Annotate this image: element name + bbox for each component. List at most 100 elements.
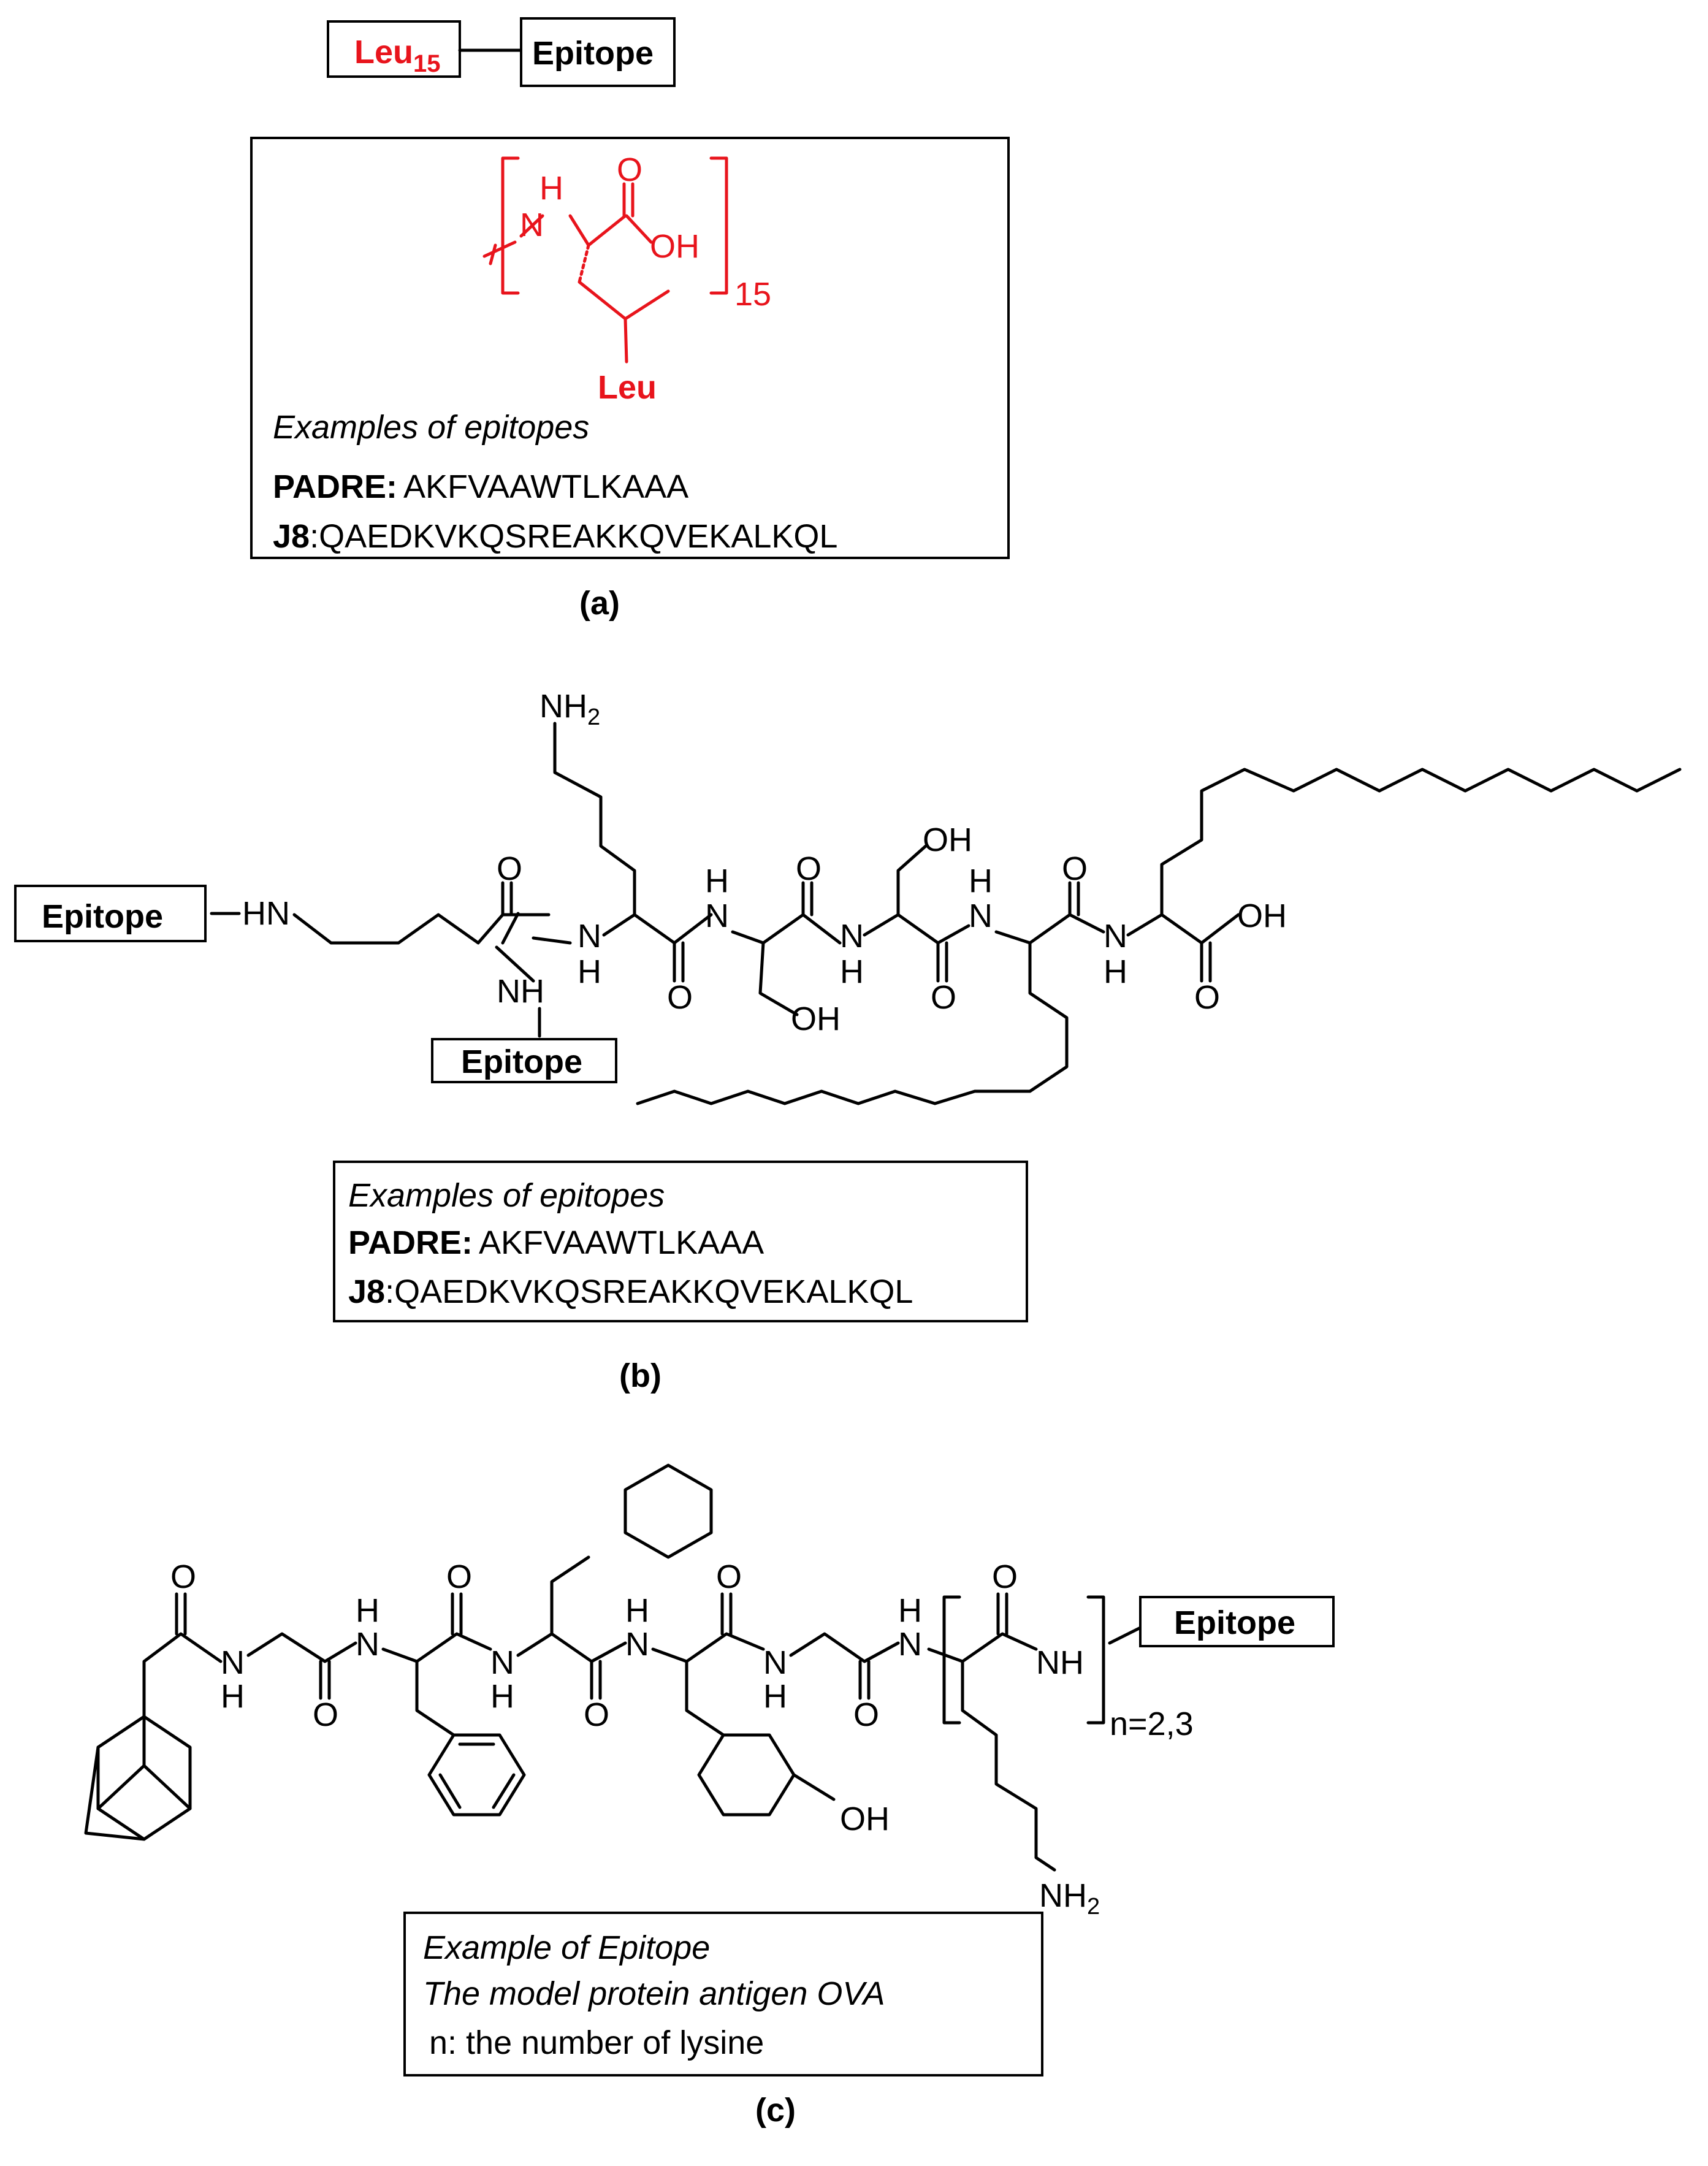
repeat-bracket-left-c <box>942 1595 961 1725</box>
example-box-c <box>403 1912 1043 2076</box>
atom-n-b3: N <box>840 918 864 955</box>
tyr-backbone <box>651 1632 765 1663</box>
atom-h-b1: H <box>578 953 601 990</box>
epitope-box-b-bottom <box>431 1038 617 1083</box>
atom-n-c1: N <box>221 1644 245 1681</box>
atom-n-a: N <box>520 207 544 243</box>
atom-h-b5: H <box>1104 953 1127 990</box>
atom-n-b5: N <box>1104 918 1127 955</box>
atom-o-c4: O <box>584 1696 609 1733</box>
wavy-mark <box>489 243 497 265</box>
atom-n-b4: N <box>969 898 993 934</box>
tyr-side-chain <box>685 1660 725 1737</box>
atom-oh-c1: OH <box>840 1801 890 1837</box>
acid-bond <box>625 214 653 244</box>
example-title-c: Example of Epitope <box>423 1929 710 1966</box>
tyr-ring <box>697 1733 796 1817</box>
atom-h-c5: H <box>763 1678 787 1715</box>
atom-nh2-sub-b: 2 <box>587 704 600 730</box>
atom-h-c3: H <box>490 1678 514 1715</box>
phe1-side-chain <box>415 1660 456 1737</box>
atom-n-c3: N <box>490 1644 514 1681</box>
epitope-box-c <box>1139 1596 1335 1647</box>
example-line2-c: The model protein antigen OVA <box>423 1975 885 2012</box>
atom-hn-b: HN <box>242 895 290 932</box>
atom-oh-a: OH <box>650 228 700 265</box>
epitope-label-a: Epitope <box>532 35 654 72</box>
example-line3-c: n: the number of lysine <box>429 2024 764 2061</box>
backbone-bond <box>587 214 627 247</box>
phe2-ring <box>623 1463 713 1559</box>
structure-box-a <box>250 137 1010 559</box>
panel-b: Epitope HN O NH Epitope N H NH2 O H N OH… <box>14 688 1682 1394</box>
svg-text:Leu15: Leu15 <box>354 34 441 77</box>
stereo-bond <box>578 243 590 284</box>
svg-text:PADRE:AKFVAAWTLKAAA: PADRE:AKFVAAWTLKAAA <box>273 468 688 505</box>
serine1-side-chain <box>758 941 799 1016</box>
atom-o-c2: O <box>313 1696 338 1733</box>
glycine1-backbone <box>246 1632 357 1663</box>
atom-h-c4: H <box>625 1592 649 1629</box>
j8-label-a: J8 <box>273 518 310 555</box>
atom-h-c1: H <box>221 1678 245 1715</box>
examples-title-a: Examples of epitopes <box>273 409 589 446</box>
panel-a: Leu15 Epitope 15 H N O OH Leu Examples o… <box>250 17 1010 622</box>
atom-n-c5: N <box>763 1644 787 1681</box>
lipoamino1-backbone <box>994 913 1105 945</box>
lysine2-backbone <box>602 913 713 945</box>
serine2-side-chain <box>896 844 928 917</box>
phe1-backbone <box>381 1632 492 1663</box>
padre-seq-b: AKFVAAWTLKAAA <box>479 1224 764 1261</box>
epitope-box-b-left <box>14 885 207 942</box>
backbone-bond <box>568 214 590 247</box>
atom-h-a: H <box>539 170 563 207</box>
atom-oh-b2: OH <box>923 822 972 858</box>
atom-o-a: O <box>617 151 642 188</box>
phe2-backbone <box>516 1632 627 1663</box>
atom-n-c2: N <box>356 1626 379 1663</box>
backbone-bond <box>482 240 517 258</box>
epitope-label-b-left: Epitope <box>42 898 163 935</box>
panel-c: O N H O H N O N H O H N OH O N <box>84 1463 1335 2129</box>
aromatic-bond <box>438 1773 462 1809</box>
atom-n-c6: N <box>898 1626 922 1663</box>
atom-h-b2: H <box>705 863 729 899</box>
j8-seq-a: :QAEDKVKQSREAKKQVEKALKQL <box>310 518 837 555</box>
j8-seq-b: :QAEDKVKQSREAKKQVEKALKQL <box>385 1273 913 1310</box>
repeat-bracket-left <box>501 156 520 295</box>
examples-title-b: Examples of epitopes <box>348 1177 665 1214</box>
repeat-bracket-right-c <box>1086 1595 1105 1725</box>
atom-o-b1: O <box>497 850 522 887</box>
atom-o-b6: O <box>1194 979 1220 1016</box>
stereo-bond <box>495 945 535 983</box>
atom-oh-b1: OH <box>791 1001 841 1037</box>
epitope-label-b-bottom: Epitope <box>461 1043 582 1080</box>
svg-text:J8:QAEDKVKQSREAKKQVEKALKQL: J8:QAEDKVKQSREAKKQVEKALKQL <box>273 518 837 555</box>
atom-nh2-sub-c: 2 <box>1087 1894 1100 1920</box>
leu15-subscript: 15 <box>413 50 441 77</box>
atom-o-c6: O <box>853 1696 879 1733</box>
epitope-box-a <box>520 17 676 87</box>
side-chain-bond <box>578 280 627 321</box>
atom-n-b1: N <box>578 918 601 955</box>
lipid-chain-bottom <box>636 941 1069 1105</box>
atom-n-b2: N <box>705 898 729 934</box>
atom-nh2-c: NH <box>1039 1877 1087 1914</box>
leu15-box <box>327 20 461 78</box>
lipoamino2-backbone <box>1126 913 1240 945</box>
repeat-label-c: n=2,3 <box>1110 1706 1194 1742</box>
caption-b: (b) <box>619 1357 661 1394</box>
atom-o-c5: O <box>716 1558 742 1595</box>
atom-h-b3: H <box>840 953 864 990</box>
padre-label-a: PADRE: <box>273 468 397 505</box>
atom-nh2-b: NH <box>539 688 587 725</box>
examples-box-b <box>333 1161 1028 1322</box>
side-chain-label: Leu <box>598 369 657 406</box>
lipid-chain-top <box>1160 768 1682 917</box>
adamantyl-acetyl <box>142 1632 223 1718</box>
epitope-link-c <box>1108 1626 1142 1645</box>
svg-text:PADRE:AKFVAAWTLKAAA: PADRE:AKFVAAWTLKAAA <box>348 1224 764 1261</box>
lysine-repeat-side-chain <box>961 1660 1056 1872</box>
repeat-count-a: 15 <box>734 276 771 313</box>
